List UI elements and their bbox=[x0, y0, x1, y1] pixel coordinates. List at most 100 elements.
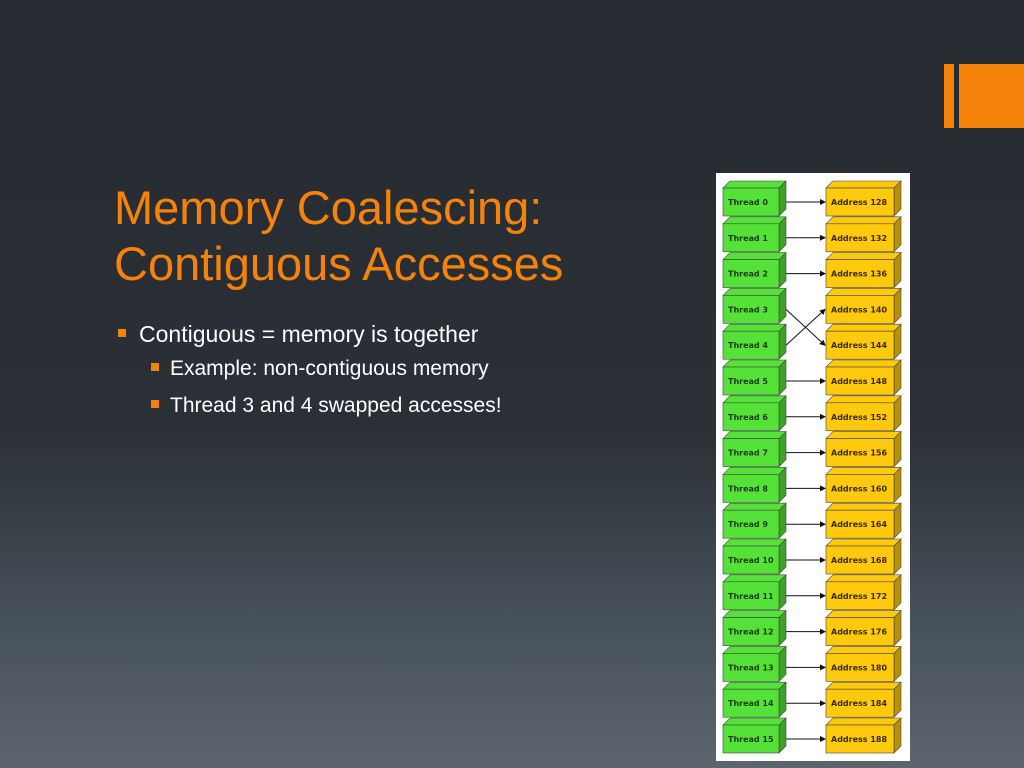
address-block: Address 132 bbox=[825, 216, 902, 253]
address-block-label: Address 164 bbox=[831, 520, 887, 529]
thread-block-label: Thread 6 bbox=[728, 413, 768, 422]
thread-address-diagram: Thread 0 Thread 1 Thread 2 Thread 3 Thread 4… bbox=[722, 180, 902, 754]
thread-block-top-face bbox=[722, 359, 787, 368]
sub-bullet-example: Example: non-contiguous memory bbox=[118, 350, 502, 387]
thread-block-top-face bbox=[722, 681, 787, 690]
address-block: Address 136 bbox=[825, 251, 902, 289]
thread-block: Thread 0 bbox=[722, 180, 787, 217]
slide-title-line-1: Memory Coalescing: bbox=[114, 181, 543, 234]
thread-block-label: Thread 11 bbox=[728, 592, 774, 601]
bullet-item-contiguous: Contiguous = memory is together bbox=[118, 318, 502, 350]
address-block-top-face bbox=[825, 538, 902, 547]
address-block-front-face bbox=[825, 330, 895, 360]
thread-block-top-face bbox=[722, 717, 787, 726]
thread-block-front-face bbox=[722, 617, 780, 646]
thread-block-front-face bbox=[722, 187, 780, 217]
sub-bullet-text: Example: non-contiguous memory bbox=[170, 357, 489, 380]
address-block-label: Address 160 bbox=[831, 484, 887, 493]
address-block-label: Address 172 bbox=[831, 592, 887, 601]
address-block-label: Address 148 bbox=[831, 377, 887, 386]
accent-bar-wide bbox=[959, 64, 1024, 128]
address-block: Address 148 bbox=[825, 359, 902, 396]
thread-block-top-face bbox=[722, 216, 787, 225]
address-block: Address 164 bbox=[825, 502, 902, 539]
access-arrow bbox=[785, 308, 826, 346]
sub-bullet-swapped: Thread 3 and 4 swapped accesses! bbox=[118, 387, 502, 424]
thread-block: Thread 11 bbox=[722, 574, 787, 611]
thread-block-front-face bbox=[722, 545, 780, 575]
thread-block-top-face bbox=[722, 646, 787, 654]
bullet-list: Contiguous = memory is together Example:… bbox=[118, 318, 502, 424]
address-block-front-face bbox=[825, 259, 895, 288]
thread-block-label: Thread 7 bbox=[728, 449, 768, 458]
address-block-top-face bbox=[825, 467, 902, 475]
address-block-front-face bbox=[825, 545, 895, 575]
thread-block-front-face bbox=[722, 259, 780, 288]
thread-block-label: Thread 5 bbox=[728, 377, 768, 386]
thread-block-label: Thread 4 bbox=[728, 341, 768, 350]
address-block-top-face bbox=[825, 180, 902, 189]
thread-block-label: Thread 9 bbox=[728, 520, 768, 529]
thread-block-top-face bbox=[722, 180, 787, 189]
address-block: Address 128 bbox=[825, 180, 902, 217]
thread-block-front-face bbox=[722, 724, 780, 754]
address-block-front-face bbox=[825, 688, 895, 718]
thread-block: Thread 13 bbox=[722, 645, 787, 683]
address-block: Address 160 bbox=[825, 466, 902, 504]
thread-block-label: Thread 10 bbox=[728, 556, 774, 565]
address-block-top-face bbox=[825, 610, 902, 618]
address-block-label: Address 180 bbox=[831, 663, 887, 672]
address-block-label: Address 188 bbox=[831, 735, 887, 744]
address-block-front-face bbox=[825, 402, 895, 432]
address-block-top-face bbox=[825, 646, 902, 654]
thread-block-front-face bbox=[722, 402, 780, 432]
address-block: Address 144 bbox=[825, 323, 902, 360]
address-block-label: Address 128 bbox=[831, 198, 887, 207]
address-block-label: Address 140 bbox=[831, 305, 887, 314]
thread-block-label: Thread 14 bbox=[728, 699, 774, 708]
address-block-label: Address 184 bbox=[831, 699, 887, 708]
thread-block-front-face bbox=[722, 330, 780, 360]
address-block: Address 184 bbox=[825, 681, 902, 718]
thread-block-front-face bbox=[722, 509, 780, 539]
address-block: Address 156 bbox=[825, 430, 902, 468]
address-block-front-face bbox=[825, 223, 895, 253]
address-block-front-face bbox=[825, 724, 895, 754]
address-block-front-face bbox=[825, 581, 895, 611]
thread-block: Thread 8 bbox=[722, 466, 787, 504]
slide-title: Memory Coalescing: Contiguous Accesses bbox=[114, 180, 563, 292]
thread-block-front-face bbox=[722, 653, 780, 682]
address-block-front-face bbox=[825, 617, 895, 646]
address-block-top-face bbox=[825, 681, 902, 690]
address-block-label: Address 132 bbox=[831, 234, 887, 243]
thread-block: Thread 9 bbox=[722, 502, 787, 539]
thread-block: Thread 14 bbox=[722, 681, 787, 718]
thread-block: Thread 7 bbox=[722, 430, 787, 468]
thread-block-label: Thread 15 bbox=[728, 735, 774, 744]
thread-block-label: Thread 3 bbox=[728, 305, 768, 314]
thread-block-top-face bbox=[722, 574, 787, 583]
thread-block-top-face bbox=[722, 323, 787, 332]
thread-block-front-face bbox=[722, 366, 780, 396]
address-block-top-face bbox=[825, 216, 902, 225]
address-block-front-face bbox=[825, 509, 895, 539]
thread-block-label: Thread 2 bbox=[728, 270, 768, 279]
address-block-top-face bbox=[825, 717, 902, 726]
address-block-top-face bbox=[825, 574, 902, 583]
thread-block: Thread 5 bbox=[722, 359, 787, 396]
address-block-front-face bbox=[825, 366, 895, 396]
thread-block-top-face bbox=[722, 288, 787, 296]
thread-block-top-face bbox=[722, 610, 787, 618]
address-block-top-face bbox=[825, 359, 902, 368]
address-block-front-face bbox=[825, 438, 895, 467]
address-block-label: Address 152 bbox=[831, 413, 887, 422]
address-block: Address 176 bbox=[825, 609, 902, 647]
slide-title-line-2: Contiguous Accesses bbox=[114, 237, 564, 290]
address-block-top-face bbox=[825, 395, 902, 404]
address-block: Address 172 bbox=[825, 574, 902, 611]
thread-block-front-face bbox=[722, 581, 780, 611]
thread-block-label: Thread 1 bbox=[728, 234, 768, 243]
address-block-front-face bbox=[825, 653, 895, 682]
thread-block-label: Thread 0 bbox=[728, 198, 768, 207]
address-block: Address 180 bbox=[825, 645, 902, 683]
